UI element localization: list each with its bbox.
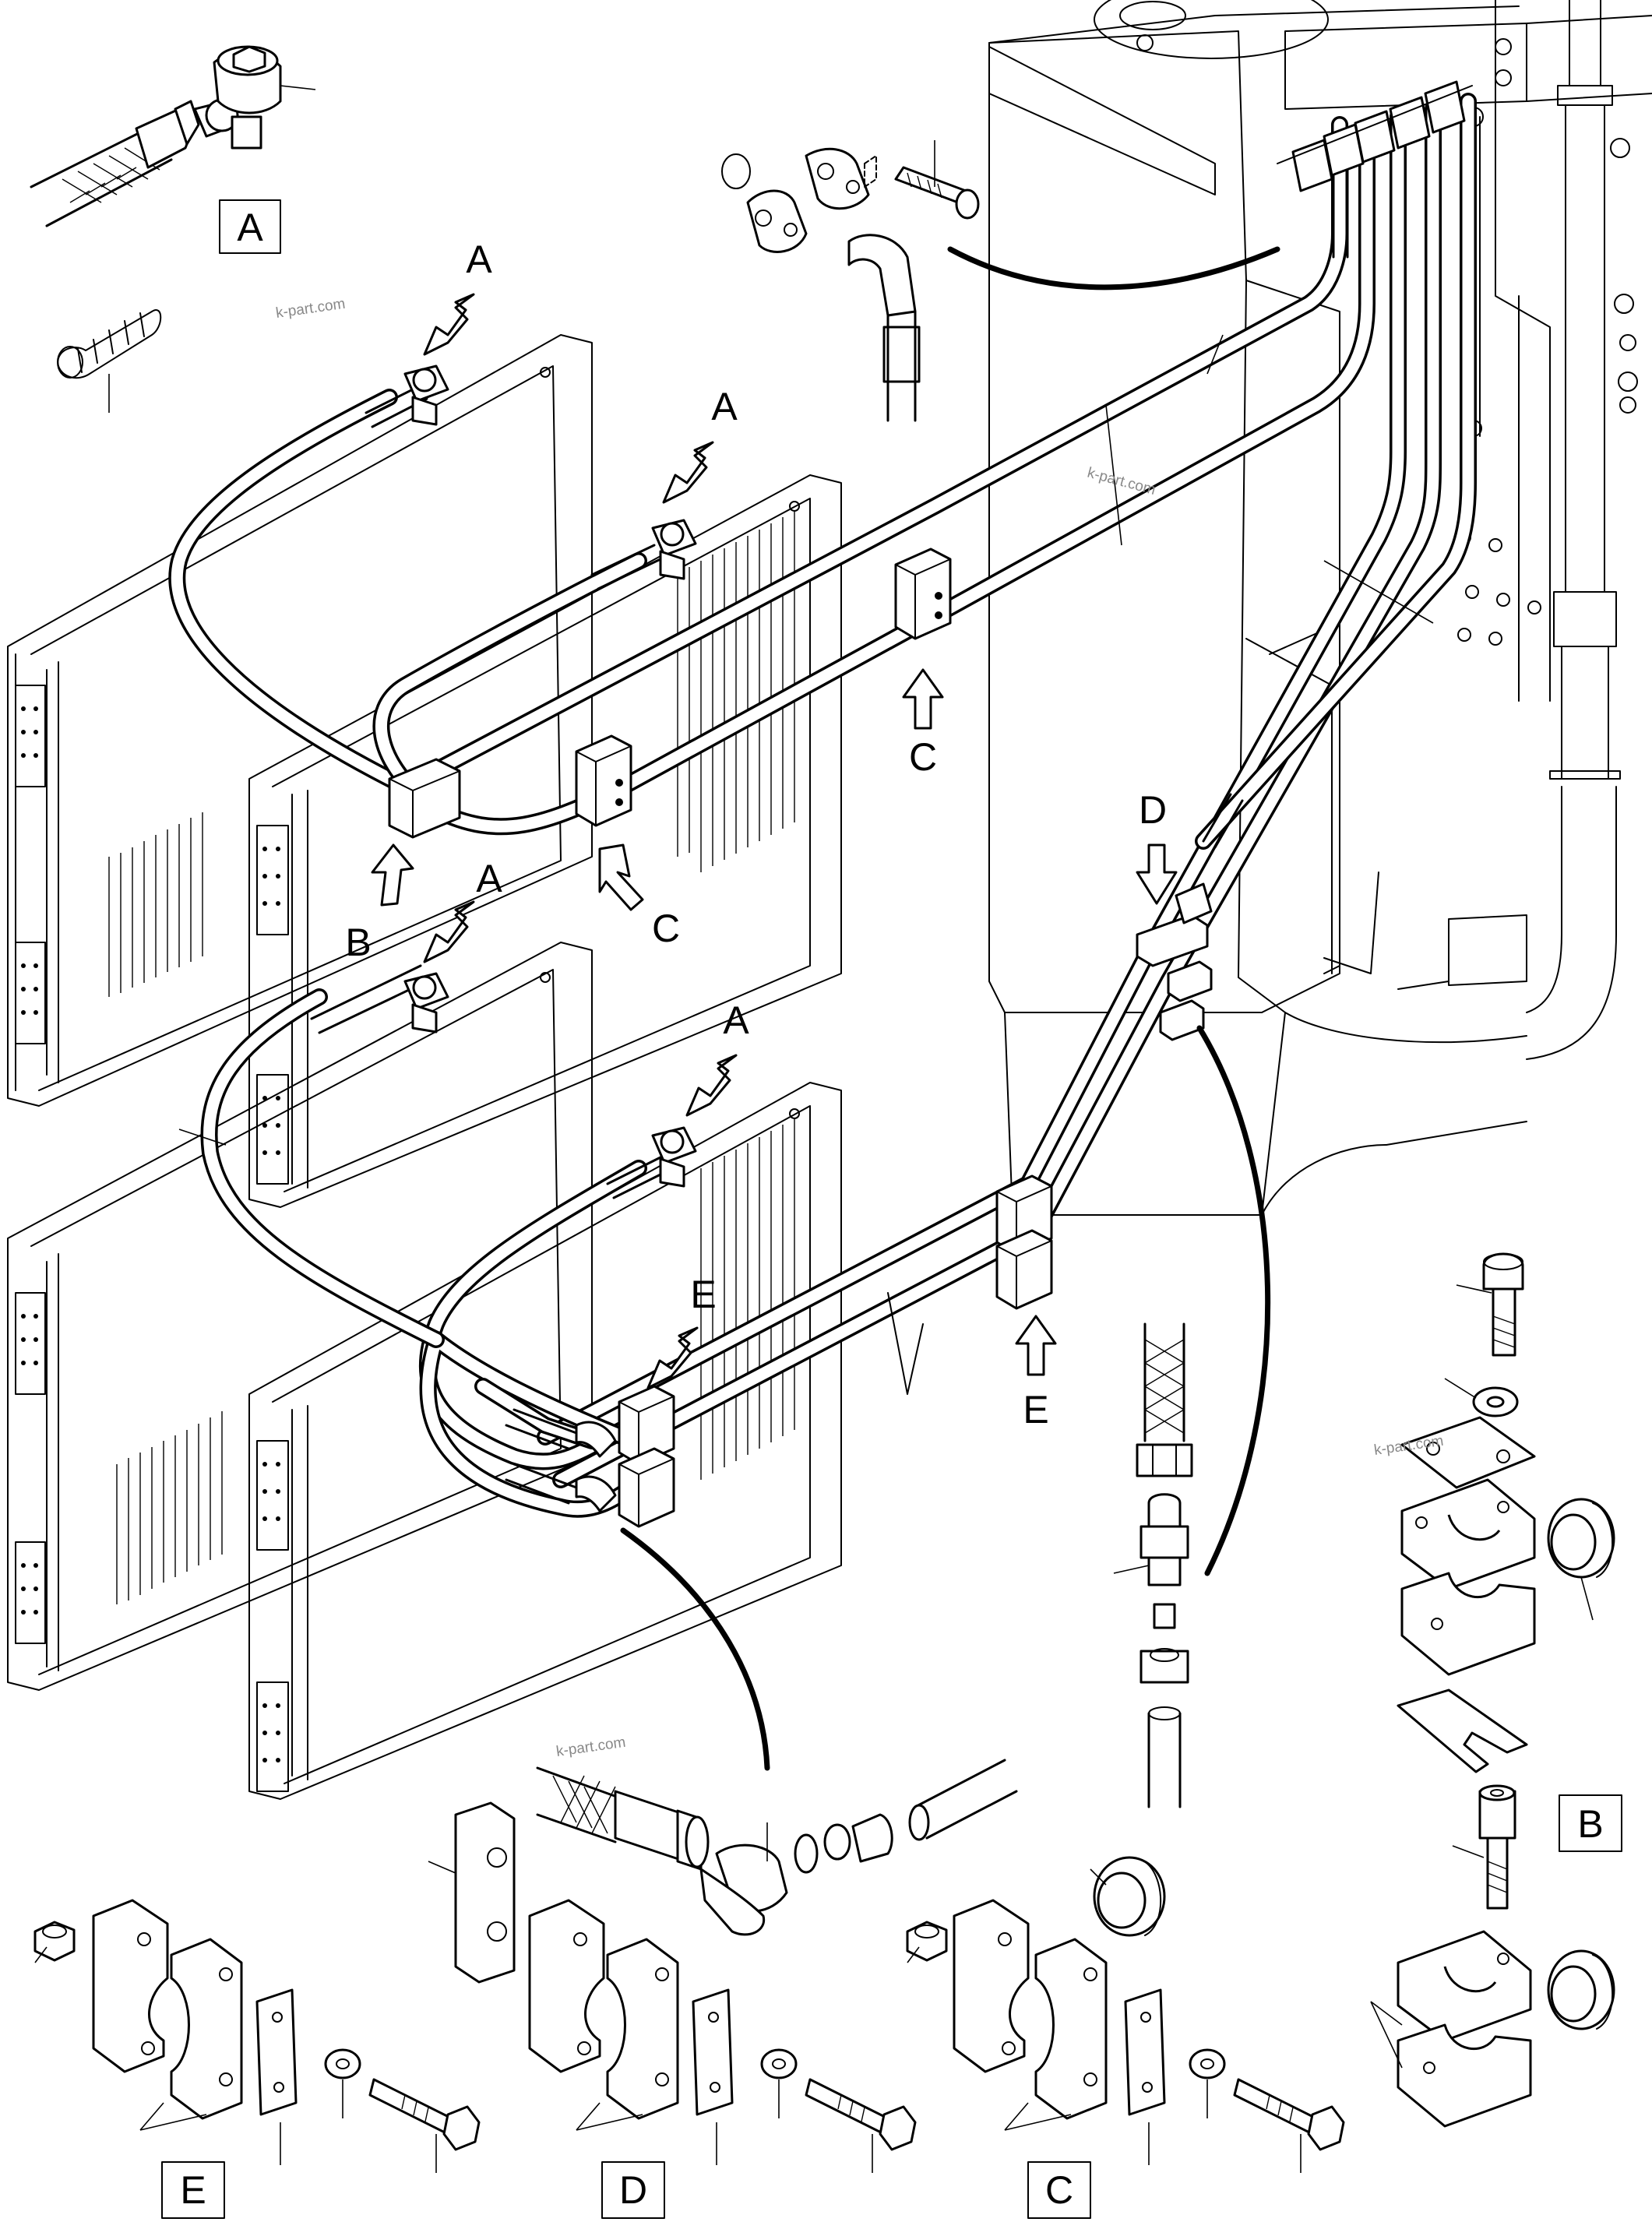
detail-box-c: [1027, 2161, 1091, 2219]
arrow-c2: [902, 668, 944, 730]
detail-d-union: [1113, 1322, 1193, 1808]
callout-label-e1: E: [690, 1273, 716, 1316]
watermark-2: k-part.com: [1086, 465, 1157, 499]
clamp-c-left: [575, 734, 632, 827]
arrow-a2: [662, 441, 714, 504]
detail-box-e: [161, 2161, 225, 2219]
detail-e-clamp-kit: [33, 1899, 481, 2173]
callout-label-a2: A: [711, 385, 738, 428]
callout-label-a4: A: [723, 998, 749, 1042]
port-fitting-2: [651, 519, 697, 580]
watermark-4: k-part.com: [555, 1734, 627, 1760]
radiator-core-upper-back: [7, 334, 593, 1107]
leader-lines: [178, 334, 1434, 1146]
arrow-c1: [598, 843, 644, 911]
detail-c-clamp-kit: [906, 1856, 1345, 2173]
detail-box-c-label: C: [1045, 2168, 1073, 2212]
clamp-e-right: [995, 1174, 1053, 1310]
radiator-core-lower-front: [248, 1082, 842, 1800]
watermark-1: k-part.com: [275, 296, 347, 322]
callout-label-a1: A: [466, 238, 492, 281]
detail-box-b: [1559, 1794, 1622, 1852]
detail-b-clamps: [1370, 1252, 1615, 2128]
callout-label-c2: C: [909, 735, 937, 779]
callout-label-c1: C: [652, 907, 680, 950]
clamp-b: [388, 758, 461, 839]
detail-a-fitting: [30, 45, 316, 227]
arrow-e2: [1015, 1315, 1057, 1376]
detail-flange-set: [721, 140, 980, 422]
radiator-core-lower-back: [7, 942, 593, 1691]
arrow-d: [1136, 843, 1178, 905]
arrow-a3: [423, 900, 475, 963]
callout-labels: A A A A B C C D E E: [345, 238, 1167, 1431]
clamp-d: [1136, 882, 1213, 1041]
watermarks: k-part.com k-part.com k-part.com k-part.…: [275, 296, 1445, 1760]
arrow-e1: [646, 1326, 699, 1389]
arrow-b: [371, 843, 414, 907]
detail-elbow-connection: [536, 1759, 1018, 1936]
pipe-clamps: [388, 548, 1213, 1528]
callout-label-e2: E: [1023, 1388, 1048, 1431]
detail-d-clamp-kit: [428, 1801, 917, 2173]
hydraulic-lines: [168, 93, 1477, 1518]
detail-box-b-label: B: [1577, 1802, 1603, 1846]
elbow-fittings-lower: [575, 1421, 617, 1512]
detail-callout-curves: [620, 246, 1280, 1771]
port-fitting-1: [403, 364, 449, 426]
port-fitting-3: [403, 972, 449, 1034]
arrow-a1: [423, 293, 475, 356]
detail-box-e-label: E: [180, 2168, 206, 2212]
callout-label-b1: B: [345, 921, 371, 964]
radiator-core-upper-front: [248, 474, 842, 1208]
detail-box-a: [219, 199, 281, 254]
clamp-e-left: [618, 1385, 675, 1528]
clamp-c-right: [894, 548, 952, 640]
detail-box-d: [601, 2161, 665, 2219]
arrow-a4: [685, 1054, 738, 1117]
valve-bank-fittings: [1277, 80, 1473, 192]
port-fitting-4: [651, 1126, 697, 1188]
detail-box-d-label: D: [619, 2168, 647, 2212]
callout-label-d1: D: [1139, 788, 1167, 832]
cooler-port-fittings: [403, 80, 1473, 1512]
callout-arrows: [371, 293, 1178, 1389]
hose-guard-spring: [57, 309, 162, 413]
detail-box-a-label: A: [237, 206, 263, 249]
callout-label-a3: A: [476, 857, 502, 900]
